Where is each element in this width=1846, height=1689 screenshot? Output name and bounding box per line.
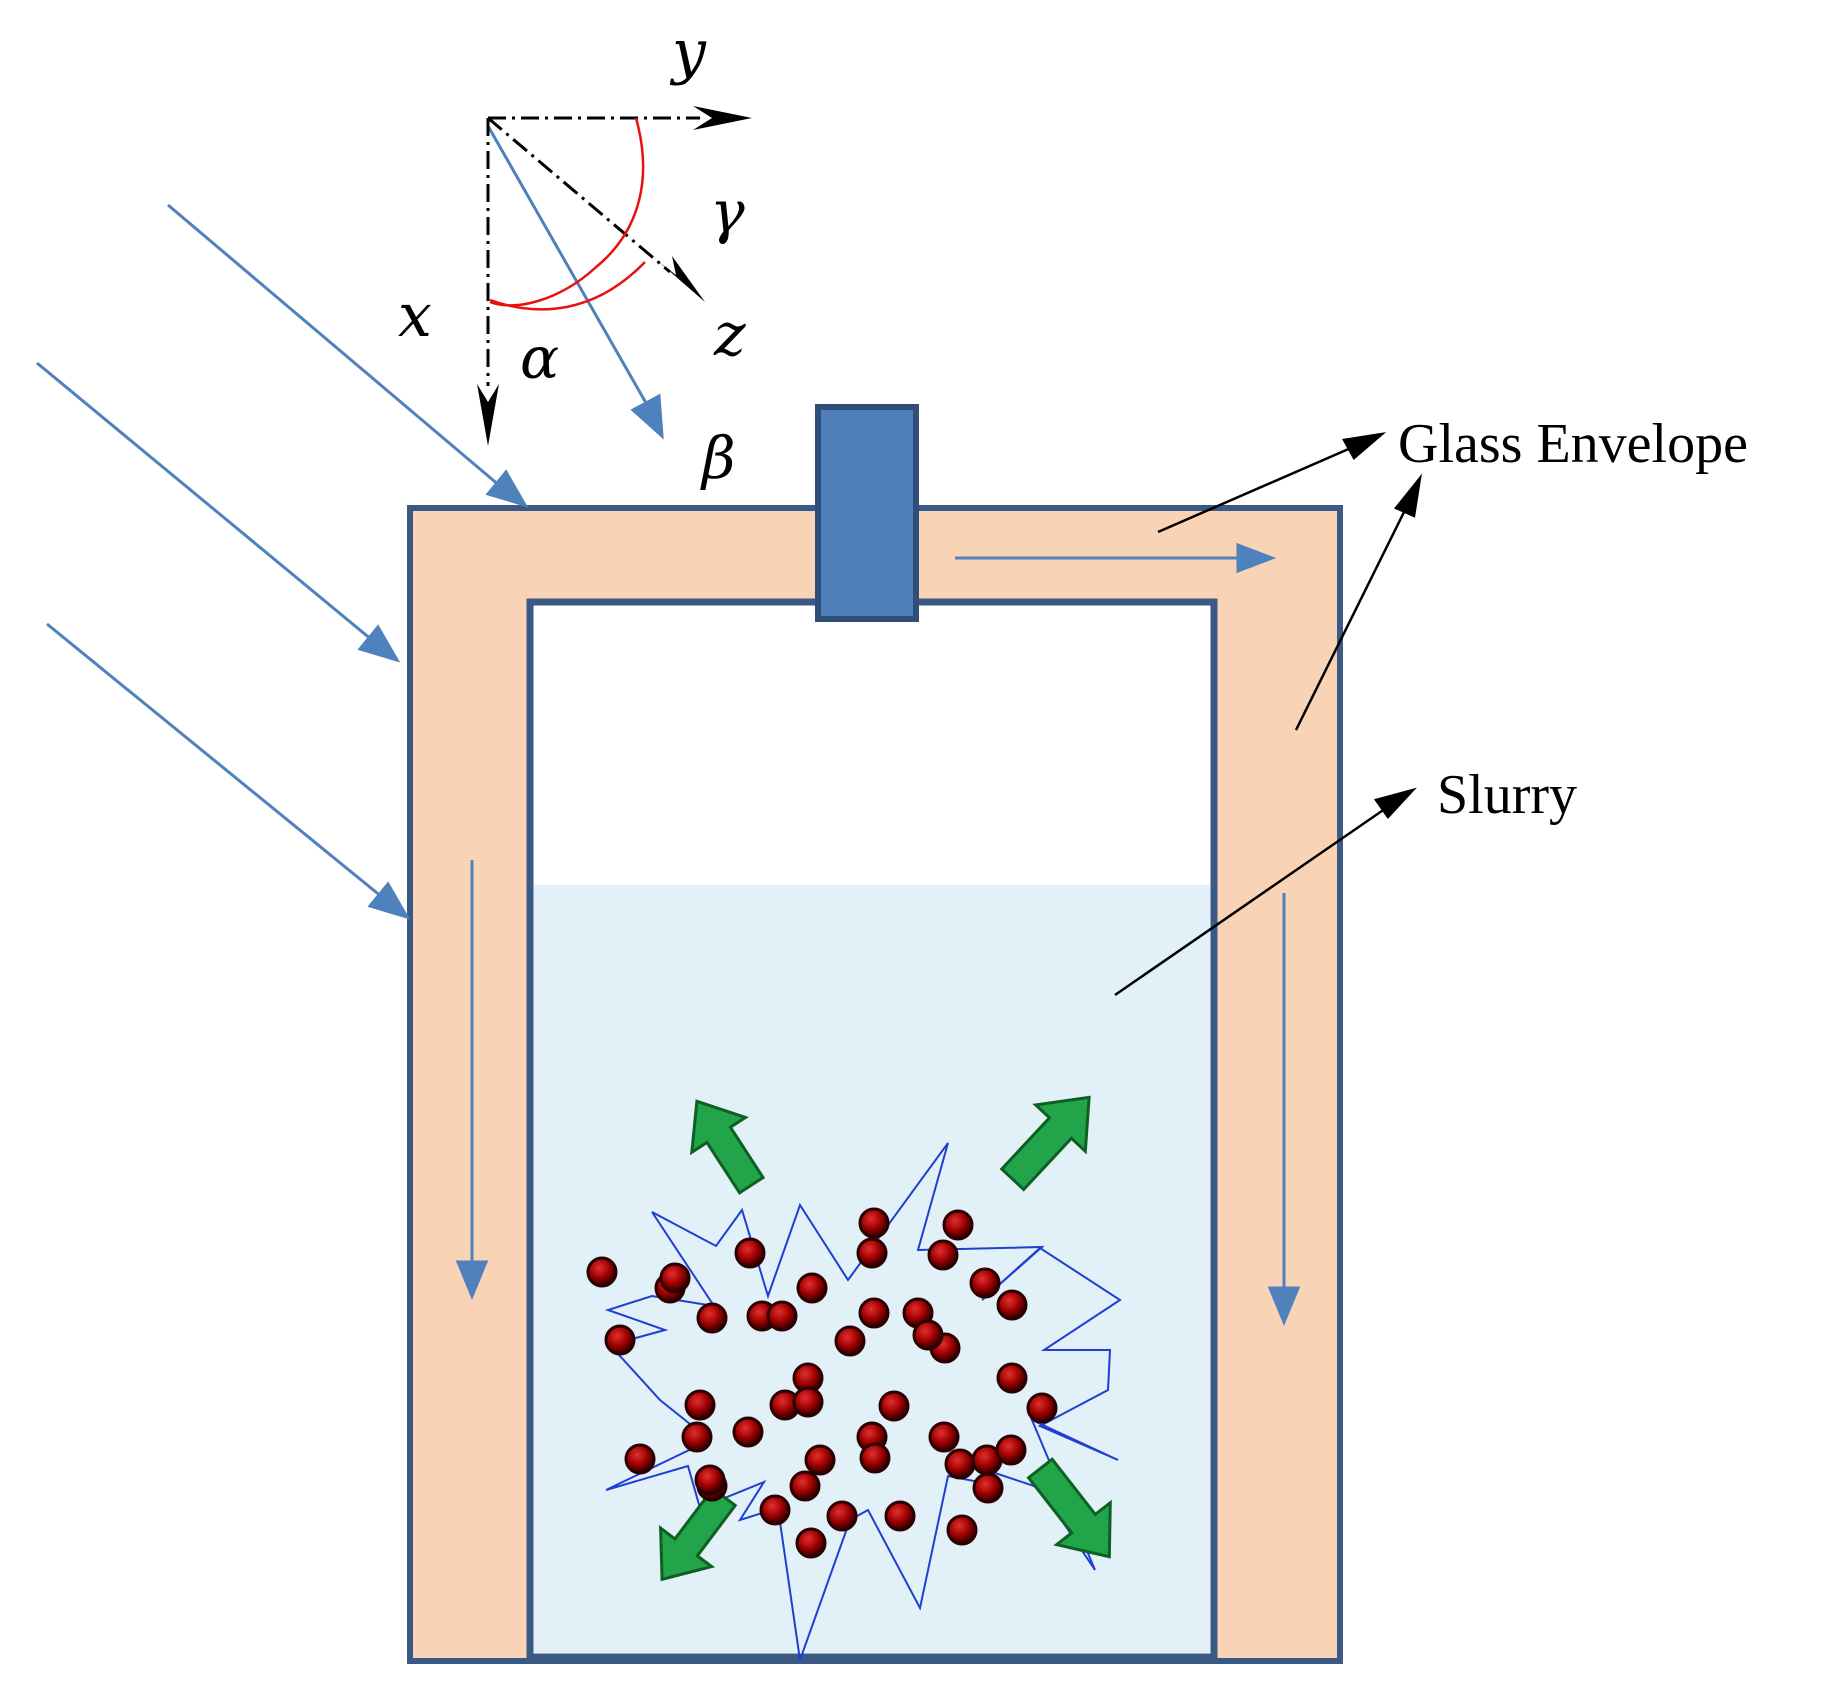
nanoparticle bbox=[734, 1237, 766, 1269]
flow-arrow-left bbox=[455, 860, 489, 1300]
angle-arc-gamma bbox=[489, 117, 645, 307]
beta-label: β bbox=[700, 424, 736, 492]
z-axis-arrowhead bbox=[659, 256, 705, 302]
nanoparticle bbox=[795, 1527, 827, 1559]
tube-cap bbox=[815, 404, 919, 622]
glass-envelope-label: Glass Envelope bbox=[1398, 413, 1748, 475]
nanoparticle bbox=[759, 1494, 791, 1526]
nanoparticle bbox=[732, 1416, 764, 1448]
nanoparticle bbox=[946, 1514, 978, 1546]
nanoparticle bbox=[944, 1448, 976, 1480]
nanoparticle bbox=[789, 1470, 821, 1502]
nanoparticle bbox=[995, 1434, 1027, 1466]
green-arrows bbox=[659, 1095, 1112, 1582]
nanoparticle bbox=[878, 1390, 910, 1422]
pointer-slurry bbox=[1114, 787, 1417, 997]
nanoparticle bbox=[796, 1272, 828, 1304]
nanoparticles bbox=[586, 1207, 1058, 1559]
coordinate-system: y x z α β γ bbox=[398, 17, 752, 492]
x-axis-label: x bbox=[398, 281, 432, 351]
nanoparticle bbox=[624, 1443, 656, 1475]
flow-arrows bbox=[455, 542, 1301, 1326]
nanoparticle bbox=[834, 1325, 866, 1357]
green-arrow-down-right bbox=[1026, 1457, 1112, 1559]
annotation-pointers bbox=[1114, 432, 1422, 997]
direct-ray-z bbox=[486, 125, 664, 440]
angle-arc-alpha bbox=[489, 261, 646, 311]
nanoparticle bbox=[586, 1256, 618, 1288]
nanoparticle bbox=[696, 1302, 728, 1334]
green-arrow-up-left bbox=[690, 1099, 766, 1195]
nanoparticle bbox=[681, 1421, 713, 1453]
nanoparticle bbox=[604, 1324, 636, 1356]
nanoparticle bbox=[1026, 1392, 1058, 1424]
nanoparticle bbox=[927, 1239, 959, 1271]
pointer-envelope-top bbox=[1157, 432, 1387, 534]
x-axis-arrowhead bbox=[477, 384, 499, 446]
nanoparticle bbox=[659, 1262, 691, 1294]
nanoparticle bbox=[684, 1389, 716, 1421]
y-axis-arrowhead bbox=[693, 106, 752, 130]
flow-arrow-right bbox=[1267, 893, 1301, 1326]
nanoparticle bbox=[858, 1297, 890, 1329]
nanoparticle bbox=[912, 1319, 944, 1351]
nanoparticle bbox=[969, 1267, 1001, 1299]
y-axis-label: y bbox=[669, 17, 707, 87]
nanoparticle bbox=[804, 1444, 836, 1476]
nanoparticle bbox=[856, 1237, 888, 1269]
alpha-label: α bbox=[520, 324, 559, 392]
nanoparticle bbox=[694, 1464, 726, 1496]
nanoparticle bbox=[996, 1362, 1028, 1394]
solar-ray-2 bbox=[36, 361, 401, 663]
nanoparticle-burst bbox=[604, 1142, 1122, 1661]
solar-ray-1 bbox=[167, 203, 529, 508]
z-axis bbox=[487, 116, 671, 274]
slurry-label: Slurry bbox=[1437, 764, 1577, 826]
nanoparticle bbox=[859, 1442, 891, 1474]
solar-ray-3 bbox=[46, 622, 411, 920]
z-axis-label: z bbox=[713, 300, 746, 370]
nanoparticle bbox=[858, 1207, 890, 1239]
pointer-envelope-side bbox=[1294, 473, 1422, 731]
solar-rays bbox=[36, 125, 664, 920]
glass-envelope bbox=[407, 505, 1343, 1664]
nanoparticle bbox=[766, 1300, 798, 1332]
nanoparticle bbox=[884, 1500, 916, 1532]
nanoparticle bbox=[826, 1500, 858, 1532]
nanoparticle bbox=[996, 1289, 1028, 1321]
nanoparticle bbox=[942, 1209, 974, 1241]
nanoparticle bbox=[792, 1386, 824, 1418]
gamma-label: γ bbox=[710, 178, 745, 246]
nanoparticle bbox=[928, 1421, 960, 1453]
nanoparticle bbox=[972, 1472, 1004, 1504]
flow-arrow-top bbox=[955, 542, 1277, 574]
green-arrow-up-right bbox=[999, 1095, 1091, 1192]
